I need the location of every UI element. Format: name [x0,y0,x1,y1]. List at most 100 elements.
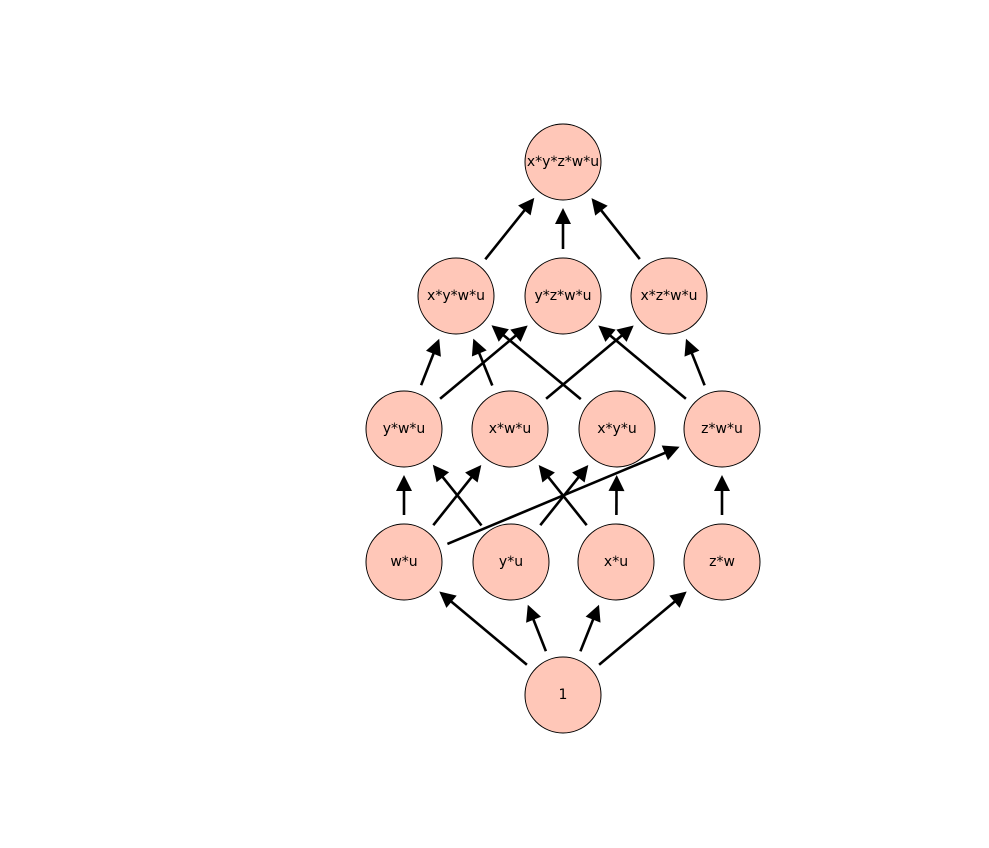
edge-xwu-xzwu [545,325,634,400]
edge-line [579,617,596,652]
arrowhead-icon [714,475,730,491]
edge-line [419,351,436,386]
node-xywu: x*y*w*u [417,257,495,335]
node-wu: w*u [365,523,443,601]
node-circle [417,257,495,335]
edge-xzwu-top [591,198,641,260]
node-circle [471,390,549,468]
node-circle [365,390,443,468]
node-label: y*w*u [383,421,426,437]
edge-xu-xyu [608,475,625,516]
node-circle [577,523,655,601]
node-label: w*u [390,554,417,570]
arrowhead-icon [426,338,441,357]
node-one: 1 [524,656,602,734]
edge-xywu-top [484,197,535,261]
arrowhead-icon [598,325,616,342]
node-label: x*y*w*u [427,288,485,304]
edge-one-xu [579,604,601,652]
node-circle [524,257,602,335]
edges-layer [396,197,730,666]
node-xwu: x*w*u [471,390,549,468]
edge-xwu-xywu [471,338,494,386]
edge-line [545,333,624,400]
arrowhead-icon [669,591,687,608]
arrowhead-icon [538,465,555,483]
arrowhead-icon [616,325,634,342]
node-circle [472,523,550,601]
node-xzwu: x*z*w*u [630,257,708,335]
node-circle [683,523,761,601]
arrowhead-icon [591,198,608,216]
arrowhead-icon [661,445,680,461]
edge-ywu-yzwu [439,325,528,400]
edge-line [432,475,474,527]
arrowhead-icon [555,208,571,224]
edge-line [598,599,677,666]
edge-zwu-yzwu [598,325,687,400]
edge-xyu-xywu [491,325,582,401]
node-xyu: x*y*u [578,390,656,468]
edge-wu-ywu [396,475,412,515]
arrowhead-icon [518,197,535,216]
node-label: y*u [499,554,523,570]
edge-line [446,451,668,546]
edge-wu-zwu [446,445,680,546]
node-circle [578,390,656,468]
edge-line [539,475,581,527]
edge-ywu-xywu [419,338,441,386]
node-circle [365,523,443,601]
edge-line [599,208,641,260]
edge-line [440,474,483,527]
node-yzwu: y*z*w*u [524,257,602,335]
node-yu: y*u [472,523,550,601]
arrowhead-icon [572,465,589,483]
node-label: x*y*z*w*u [527,154,599,170]
edge-yu-xyu [539,465,589,527]
edge-line [501,333,582,401]
edge-wu-xwu [432,465,482,527]
arrowhead-icon [684,338,700,357]
node-top: x*y*z*w*u [524,123,602,201]
arrowhead-icon [608,475,625,492]
nodes-layer: x*y*z*w*u x*y*w*u y*z*w*u x*z*w*u y*w*u x*w*u… [365,123,761,734]
edge-one-wu [439,591,528,666]
arrowhead-icon [526,604,541,623]
edge-yu-ywu [432,464,483,527]
node-label: z*w [709,554,735,570]
edge-line [546,475,588,527]
node-zw: z*w [683,523,761,601]
edge-line [689,351,706,386]
node-circle [524,656,602,734]
edge-xu-xwu [538,465,588,527]
node-label: x*z*w*u [641,288,698,304]
edge-line [531,617,548,652]
edge-zw-zwu [714,475,730,515]
edge-one-zw [598,591,687,666]
node-label: x*w*u [489,421,532,437]
node-circle [524,123,602,201]
node-circle [630,257,708,335]
node-circle [683,390,761,468]
node-zwu: z*w*u [683,390,761,468]
edge-line [484,208,527,261]
edge-line [608,333,687,400]
arrowhead-icon [585,604,601,623]
arrowhead-icon [510,325,528,342]
edge-line [439,333,518,400]
node-label: x*u [604,554,628,570]
arrowhead-icon [432,464,450,483]
node-label: x*y*u [597,421,636,437]
arrowhead-icon [439,591,457,608]
arrowhead-icon [471,338,487,357]
node-label: z*w*u [701,421,743,437]
arrowhead-icon [465,465,482,483]
edge-one-yu [526,604,548,652]
edge-yzwu-top [555,208,571,249]
node-xu: x*u [577,523,655,601]
arrowhead-icon [396,475,412,491]
node-label: y*z*w*u [535,288,592,304]
edge-zwu-xzwu [684,338,706,386]
node-ywu: y*w*u [365,390,443,468]
